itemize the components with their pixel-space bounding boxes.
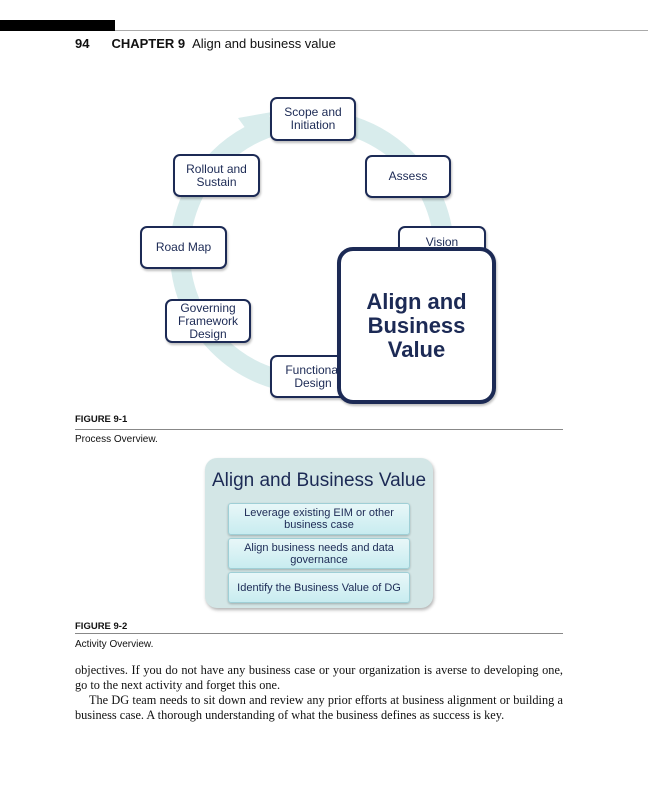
page-number: 94: [75, 36, 90, 51]
step-rollout: Rollout and Sustain: [173, 154, 260, 197]
figure-caption: Activity Overview.: [75, 639, 154, 650]
step-scope: Scope and Initiation: [270, 97, 356, 141]
figure-label: FIGURE 9-2: [75, 621, 128, 632]
step-road-map: Road Map: [140, 226, 227, 269]
header-rule: [115, 30, 648, 31]
ring-arrowhead: [238, 112, 272, 140]
paragraph: objectives. If you do not have any busin…: [75, 663, 563, 692]
body-text: objectives. If you do not have any busin…: [75, 663, 563, 723]
caption-rule: [75, 633, 563, 634]
step-assess: Assess: [365, 155, 451, 198]
activity-item: Identify the Business Value of DG: [228, 572, 410, 603]
header-bar: [0, 20, 115, 31]
activity-overview: Align and Business Value Leverage existi…: [205, 458, 433, 608]
activity-item: Align business needs and data governance: [228, 538, 410, 569]
activity-item: Leverage existing EIM or other business …: [228, 503, 410, 535]
chapter-title: Align and business value: [192, 36, 336, 51]
running-header: 94 CHAPTER 9 Align and business value: [75, 36, 336, 51]
figure-caption: Process Overview.: [75, 434, 158, 445]
step-align-business-value: Align and Business Value: [337, 247, 496, 404]
paragraph: The DG team needs to sit down and review…: [75, 693, 563, 722]
step-governing-framework: Governing Framework Design: [165, 299, 251, 343]
chapter-label: CHAPTER 9: [111, 36, 186, 51]
activity-title: Align and Business Value: [211, 470, 427, 491]
caption-rule: [75, 429, 563, 430]
figure-label: FIGURE 9-1: [75, 414, 128, 425]
